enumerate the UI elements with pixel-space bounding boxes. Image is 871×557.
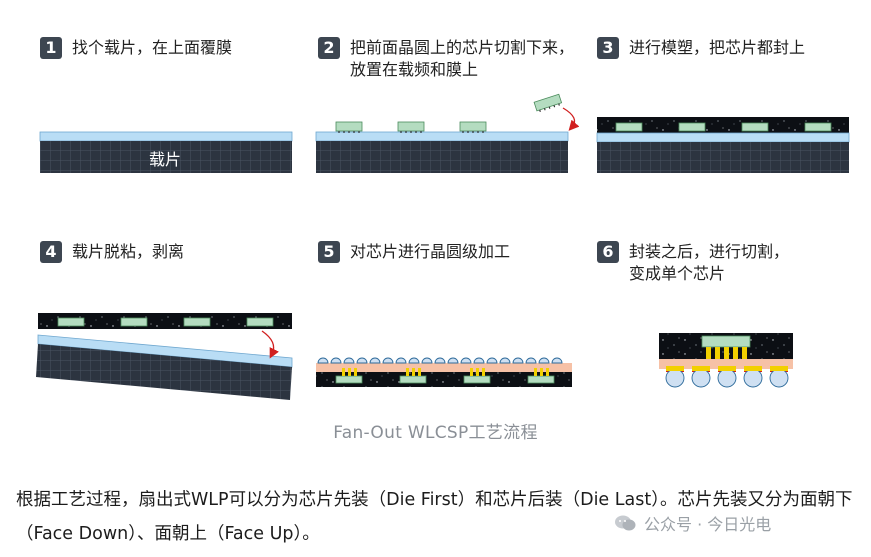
chip [397, 121, 425, 133]
watermark: 公众号 · 今日光电 [614, 511, 771, 535]
interconnect-pads [342, 368, 549, 376]
step-5-illustration [316, 357, 572, 387]
watermark-text: 公众号 · 今日光电 [644, 515, 772, 534]
interconnect-pads [706, 347, 747, 359]
chip [183, 317, 211, 327]
chip [463, 375, 491, 384]
step-number-badge: 4 [40, 241, 62, 263]
carrier-label: 载片 [149, 150, 182, 169]
step-3-illustration [596, 117, 850, 173]
step-number-badge: 5 [318, 241, 340, 263]
step-4-text: 载片脱粘，剥离 [72, 242, 185, 261]
chip [57, 317, 85, 327]
step-1-illustration [39, 131, 293, 173]
redistribution-layer [659, 359, 793, 369]
step-6-illustration [659, 333, 793, 388]
step-3-text: 进行模塑，把芯片都封上 [629, 38, 806, 57]
carrier-wafer [597, 142, 849, 173]
chip [120, 317, 148, 327]
chip [335, 375, 363, 384]
chip [701, 335, 751, 348]
solder-bumps [317, 357, 563, 364]
film-layer [596, 132, 850, 143]
film-layer [39, 131, 293, 142]
chip [527, 375, 555, 384]
peeled-carrier [36, 344, 292, 400]
step-number-badge: 2 [318, 37, 340, 59]
process-diagram [36, 93, 850, 400]
chip [678, 122, 706, 132]
step-5-text: 对芯片进行晶圆级加工 [350, 242, 511, 261]
chip [615, 122, 643, 132]
mold-compound [597, 117, 849, 133]
step-number-badge: 1 [40, 37, 62, 59]
step-1-text: 找个载片，在上面覆膜 [72, 38, 233, 57]
step-number-badge: 6 [597, 241, 619, 263]
figure-caption: Fan-Out WLCSP工艺流程 [333, 423, 538, 443]
mold-compound [316, 372, 572, 387]
step-2-text-line-2: 放置在载频和膜上 [350, 60, 479, 79]
film-layer [315, 131, 569, 142]
step-4-illustration [36, 313, 293, 400]
redistribution-layer [316, 363, 572, 372]
step-6-text-line-2: 变成单个芯片 [629, 264, 726, 283]
carrier-wafer [40, 141, 292, 173]
placement-arrow [562, 107, 580, 131]
mold-compound [38, 313, 292, 329]
step-2-illustration [315, 93, 580, 173]
solder-bumps [665, 366, 789, 388]
chip [804, 122, 832, 132]
chip [246, 317, 274, 327]
carrier-wafer [316, 141, 568, 173]
step-2-text-line-1: 把前面晶圆上的芯片切割下来， [350, 38, 575, 57]
chip [459, 121, 487, 133]
body-paragraph: 根据工艺过程，扇出式WLP可以分为芯片先装（Die First）和芯片后装（Di… [16, 490, 853, 544]
step-number-badge: 3 [597, 37, 619, 59]
debond-arrow [261, 330, 279, 359]
step-6-text-line-1: 封装之后，进行切割， [629, 242, 790, 261]
chip [741, 122, 769, 132]
chip [335, 121, 363, 133]
chip [399, 375, 427, 384]
falling-chip [533, 93, 563, 112]
wechat-icon [614, 514, 636, 532]
